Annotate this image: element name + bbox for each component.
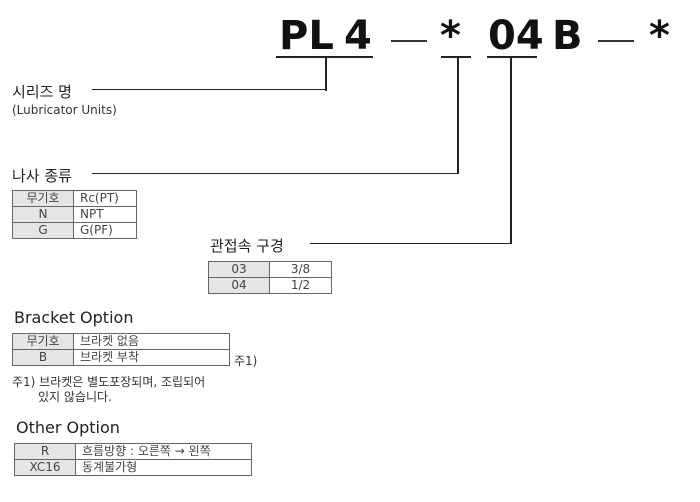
port-desc: 1/2 <box>269 277 332 294</box>
connector-port-horizontal <box>310 243 512 244</box>
other-desc: 흐름방향 : 오른쪽 → 왼쪽 <box>75 443 252 460</box>
bracket-code: B <box>12 349 74 366</box>
table-row: R 흐름방향 : 오른쪽 → 왼쪽 <box>14 443 252 460</box>
series-name-title: 시리즈 명 <box>12 83 72 101</box>
connector-thread-vertical <box>457 57 459 174</box>
code-port: 04 <box>488 13 544 59</box>
underline-thread <box>441 56 471 58</box>
table-row: B 브라켓 부착 <box>12 349 230 366</box>
table-row: 무기호 브라켓 없음 <box>12 333 230 350</box>
port-size-table: 03 3/8 04 1/2 <box>208 261 332 294</box>
code-option: * <box>649 13 670 59</box>
port-code: 03 <box>208 261 270 278</box>
table-row: XC16 동계불가형 <box>14 459 252 476</box>
other-option-title: Other Option <box>16 418 120 437</box>
thread-desc: Rc(PT) <box>73 190 137 207</box>
underline-port <box>487 56 537 58</box>
thread-code: N <box>12 206 74 223</box>
underline-series <box>276 56 373 58</box>
other-desc: 동계불가형 <box>75 459 252 476</box>
table-row: N NPT <box>12 206 137 223</box>
code-size: 4 <box>344 13 372 59</box>
connector-series-vertical <box>325 57 327 91</box>
thread-desc: G(PF) <box>73 222 137 239</box>
bracket-code: 무기호 <box>12 333 74 350</box>
bracket-option-table: 무기호 브라켓 없음 B 브라켓 부착 <box>12 333 230 366</box>
port-code: 04 <box>208 277 270 294</box>
code-thread: * <box>440 13 461 59</box>
port-desc: 3/8 <box>269 261 332 278</box>
code-dash-2 <box>598 40 634 42</box>
port-size-title: 관접속 구경 <box>210 237 284 255</box>
connector-series-horizontal <box>92 89 327 90</box>
table-row: 03 3/8 <box>208 261 332 278</box>
table-row: 04 1/2 <box>208 277 332 294</box>
bracket-footnote-line1: 주1) 브라켓은 별도포장되며, 조립되어 <box>12 375 206 389</box>
other-code: R <box>14 443 76 460</box>
connector-thread-horizontal <box>92 173 459 174</box>
code-dash-1 <box>391 40 427 42</box>
bracket-footnote-line2: 있지 않습니다. <box>38 390 112 404</box>
thread-code: 무기호 <box>12 190 74 207</box>
bracket-option-title: Bracket Option <box>14 308 134 327</box>
series-name-subtitle: (Lubricator Units) <box>12 103 117 117</box>
other-code: XC16 <box>14 459 76 476</box>
bracket-footnote-mark: 주1) <box>234 354 258 368</box>
thread-type-table: 무기호 Rc(PT) N NPT G G(PF) <box>12 190 137 239</box>
thread-type-title: 나사 종류 <box>12 167 72 185</box>
code-series: PL <box>279 13 334 59</box>
other-option-table: R 흐름방향 : 오른쪽 → 왼쪽 XC16 동계불가형 <box>14 443 252 476</box>
thread-desc: NPT <box>73 206 137 223</box>
connector-port-vertical <box>510 57 512 244</box>
table-row: G G(PF) <box>12 222 137 239</box>
code-bracket: B <box>552 13 583 59</box>
bracket-desc: 브라켓 부착 <box>73 349 230 366</box>
thread-code: G <box>12 222 74 239</box>
table-row: 무기호 Rc(PT) <box>12 190 137 207</box>
bracket-desc: 브라켓 없음 <box>73 333 230 350</box>
